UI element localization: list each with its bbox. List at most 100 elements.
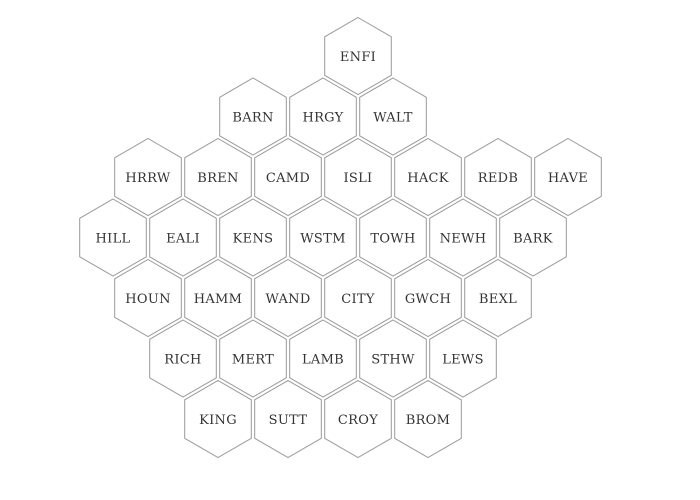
hex-tile-bexl: BEXL	[464, 258, 532, 338]
hex-label-hamm: HAMM	[194, 292, 243, 307]
hex-tile-houn: HOUN	[114, 258, 182, 338]
hex-shape-bren	[184, 137, 252, 217]
hex-shape-croy	[324, 379, 392, 459]
hex-shape-mert	[219, 319, 287, 398]
hex-label-lews: LEWS	[442, 353, 484, 368]
hex-label-hrrw: HRRW	[125, 171, 171, 186]
hex-tile-king: KING	[184, 379, 252, 459]
hex-shape-bexl	[464, 258, 532, 338]
hex-shape-eali	[149, 198, 217, 277]
hex-tile-hrrw: HRRW	[114, 137, 182, 217]
hex-label-wstm: WSTM	[300, 232, 345, 247]
hex-label-camd: CAMD	[266, 171, 310, 186]
hex-shape-barn	[219, 77, 287, 156]
hex-tile-kens: KENS	[219, 198, 287, 277]
hex-shape-hill	[79, 198, 147, 277]
hex-shape-newh	[429, 198, 497, 277]
hex-label-hack: HACK	[407, 171, 449, 186]
hex-tile-lews: LEWS	[429, 319, 497, 398]
hex-label-gwch: GWCH	[405, 292, 451, 307]
hex-tile-enfi: ENFI	[324, 16, 392, 96]
hex-tile-redb: REDB	[464, 137, 532, 217]
hex-label-hrgy: HRGY	[302, 111, 343, 126]
hex-tile-barn: BARN	[219, 77, 287, 156]
hex-label-hill: HILL	[96, 232, 131, 247]
hex-shape-have	[534, 137, 602, 217]
hex-label-enfi: ENFI	[340, 50, 376, 65]
hex-tile-sutt: SUTT	[254, 379, 322, 459]
hex-tile-eali: EALI	[149, 198, 217, 277]
hex-tile-rich: RICH	[149, 319, 217, 398]
hex-tile-wand: WAND	[254, 258, 322, 338]
hex-shape-brom	[394, 379, 462, 459]
hex-label-lamb: LAMB	[302, 353, 344, 368]
hex-tile-have: HAVE	[534, 137, 602, 217]
hex-tile-walt: WALT	[359, 77, 427, 156]
hex-label-towh: TOWH	[370, 232, 415, 247]
hex-shape-towh	[359, 198, 427, 277]
hex-tile-camd: CAMD	[254, 137, 322, 217]
hex-label-isli: ISLI	[343, 171, 372, 186]
hex-shape-king	[184, 379, 252, 459]
hex-label-brom: BROM	[406, 413, 451, 428]
hex-shape-bark	[499, 198, 567, 277]
hex-label-bark: BARK	[513, 232, 553, 247]
hex-label-bren: BREN	[197, 171, 238, 186]
hex-tile-hill: HILL	[79, 198, 147, 277]
hex-shape-sthw	[359, 319, 427, 398]
hex-tile-hack: HACK	[394, 137, 462, 217]
hex-tile-hrgy: HRGY	[289, 77, 357, 156]
hex-label-newh: NEWH	[440, 232, 487, 247]
hex-tile-isli: ISLI	[324, 137, 392, 217]
hex-label-barn: BARN	[232, 111, 273, 126]
hex-shape-hack	[394, 137, 462, 217]
hex-label-kens: KENS	[233, 232, 274, 247]
hex-tile-sthw: STHW	[359, 319, 427, 398]
hex-label-houn: HOUN	[125, 292, 171, 307]
hex-label-rich: RICH	[164, 353, 201, 368]
hex-shape-sutt	[254, 379, 322, 459]
hex-tile-lamb: LAMB	[289, 319, 357, 398]
hex-label-sutt: SUTT	[269, 413, 308, 428]
hex-shape-city	[324, 258, 392, 338]
hex-shape-wstm	[289, 198, 357, 277]
hex-shape-rich	[149, 319, 217, 398]
hex-tile-mert: MERT	[219, 319, 287, 398]
hex-label-walt: WALT	[373, 111, 413, 126]
hex-shape-kens	[219, 198, 287, 277]
hex-shape-redb	[464, 137, 532, 217]
hex-label-sthw: STHW	[371, 353, 415, 368]
hex-label-have: HAVE	[548, 171, 588, 186]
hex-tile-bren: BREN	[184, 137, 252, 217]
hex-shape-hrrw	[114, 137, 182, 217]
hex-tile-wstm: WSTM	[289, 198, 357, 277]
hex-label-redb: REDB	[478, 171, 518, 186]
hex-tile-newh: NEWH	[429, 198, 497, 277]
hex-shape-enfi	[324, 16, 392, 96]
hex-label-king: KING	[199, 413, 237, 428]
hex-label-eali: EALI	[166, 232, 200, 247]
hex-label-croy: CROY	[338, 413, 378, 428]
hex-label-bexl: BEXL	[479, 292, 517, 307]
hex-shape-camd	[254, 137, 322, 217]
hex-tile-croy: CROY	[324, 379, 392, 459]
hex-label-wand: WAND	[265, 292, 310, 307]
hex-tile-hamm: HAMM	[184, 258, 252, 338]
hex-label-city: CITY	[341, 292, 375, 307]
hex-shape-houn	[114, 258, 182, 338]
hex-shape-gwch	[394, 258, 462, 338]
hex-shape-wand	[254, 258, 322, 338]
hex-tile-towh: TOWH	[359, 198, 427, 277]
hex-shape-walt	[359, 77, 427, 156]
hex-tile-brom: BROM	[394, 379, 462, 459]
hex-shape-hrgy	[289, 77, 357, 156]
hex-shape-lamb	[289, 319, 357, 398]
hex-tile-gwch: GWCH	[394, 258, 462, 338]
hex-tile-bark: BARK	[499, 198, 567, 277]
hex-tile-city: CITY	[324, 258, 392, 338]
hex-shape-lews	[429, 319, 497, 398]
hex-shape-isli	[324, 137, 392, 217]
hex-shape-hamm	[184, 258, 252, 338]
hex-label-mert: MERT	[232, 353, 274, 368]
